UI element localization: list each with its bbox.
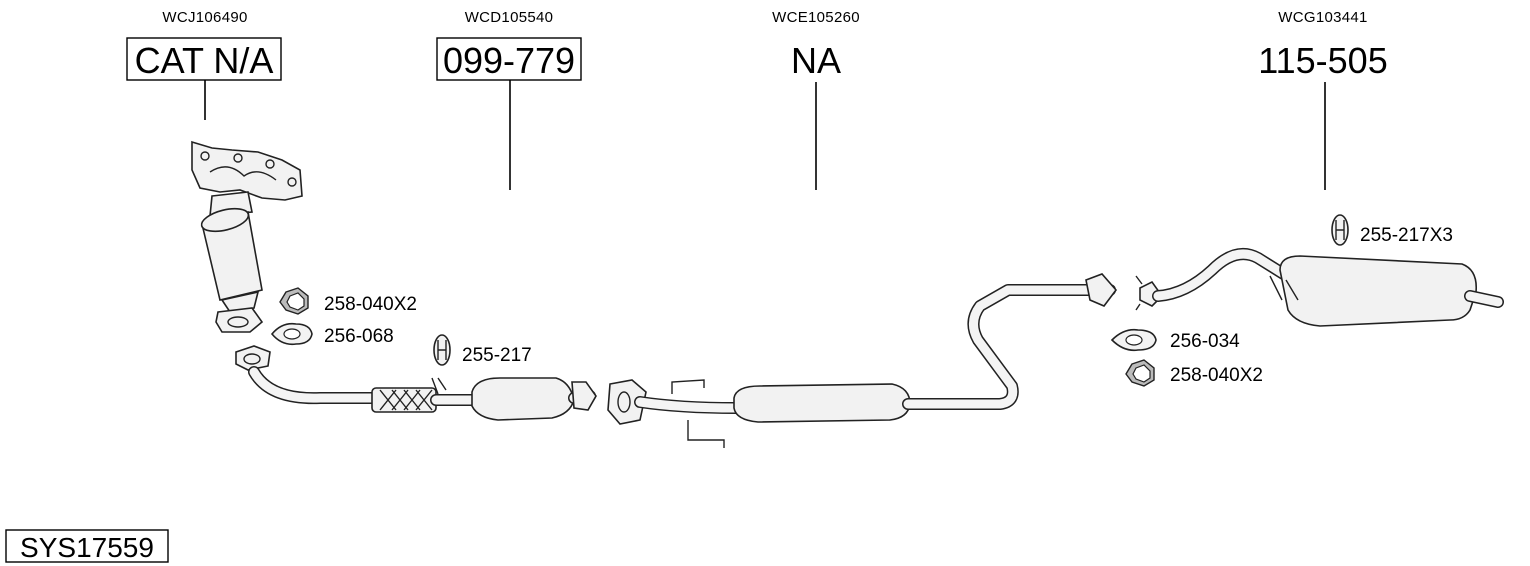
accessory-gasket-rear[interactable]: 256-034: [1110, 328, 1240, 352]
system-id: SYS17559: [5, 529, 169, 563]
accessory-nut-front[interactable]: 258-040X2: [279, 287, 417, 315]
accessory-code: 255-217X3: [1360, 225, 1453, 246]
accessory-hanger-middle[interactable]: 255-217: [433, 334, 532, 366]
accessory-code: 258-040X2: [324, 294, 417, 315]
accessory-hanger-rear[interactable]: 255-217X3: [1331, 214, 1453, 246]
oem-code: WCD105540: [465, 9, 554, 26]
section-manifold-catalyst: WCJ106490 CAT N/A: [126, 9, 282, 120]
accessory-code: 255-217: [462, 345, 532, 366]
system-id-label: SYS17559: [20, 532, 154, 563]
oem-code: WCJ106490: [162, 9, 247, 26]
accessory-code: 256-034: [1170, 331, 1240, 352]
part-number-box: [126, 37, 282, 81]
section-rear-silencer: WCG103441 115-505: [1258, 9, 1388, 190]
part-number[interactable]: NA: [791, 40, 841, 81]
section-front-catalyst: WCD105540 099-779: [436, 9, 582, 190]
front-pipe-drawing: [235, 345, 597, 421]
oem-code: WCE105260: [772, 9, 860, 26]
part-number[interactable]: 099-779: [443, 40, 575, 81]
part-number[interactable]: CAT N/A: [135, 40, 274, 81]
manifold-catalyst-drawing: [191, 140, 303, 333]
accessory-code: 258-040X2: [1170, 365, 1263, 386]
accessory-code: 256-068: [324, 326, 394, 347]
system-id-box: [5, 529, 169, 563]
oem-code: WCG103441: [1278, 9, 1367, 26]
rear-silencer-drawing: [1135, 248, 1504, 327]
accessory-gasket-front[interactable]: 256-068: [270, 322, 394, 347]
accessory-nut-rear[interactable]: 258-040X2: [1125, 359, 1263, 387]
part-number[interactable]: 115-505: [1258, 40, 1387, 81]
middle-silencer-drawing: [607, 273, 1118, 448]
section-middle-silencer: WCE105260 NA: [772, 9, 860, 190]
part-number-box: [436, 37, 582, 81]
